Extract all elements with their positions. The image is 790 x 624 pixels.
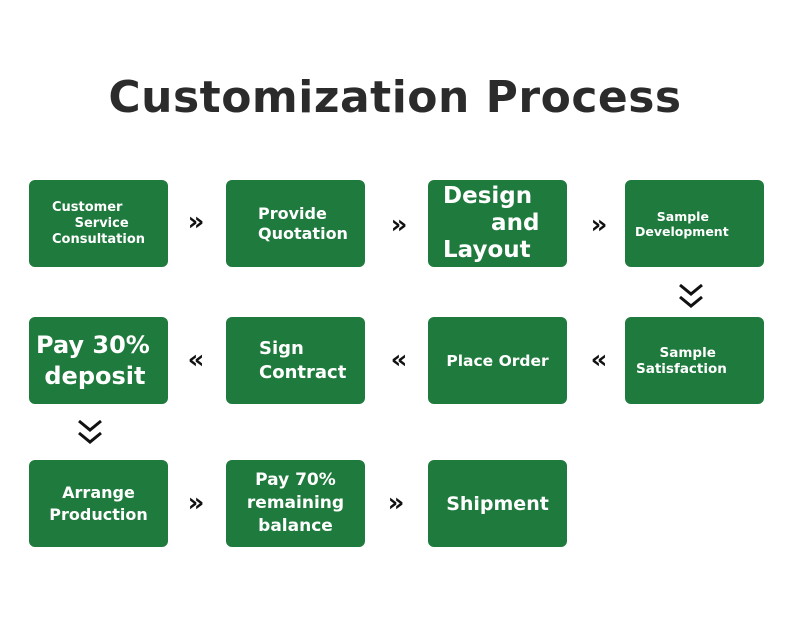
step-sample-satisfaction: Sample Satisfaction bbox=[625, 317, 764, 404]
arrow-left-icon: « bbox=[187, 345, 205, 375]
arrow-right-icon: » bbox=[187, 488, 205, 518]
step-label: Arrange Production bbox=[49, 482, 148, 524]
arrow-right-icon: » bbox=[390, 210, 408, 240]
step-label: Sample Development bbox=[635, 208, 729, 239]
step-pay-30-deposit: Pay 30% deposit bbox=[29, 317, 168, 404]
step-provide-quotation: Provide Quotation bbox=[226, 180, 365, 267]
arrow-right-icon: » bbox=[590, 210, 608, 240]
double-chevron-down-icon bbox=[78, 419, 102, 444]
step-label: Pay 30% deposit bbox=[36, 330, 150, 390]
arrow-right-icon: » bbox=[187, 207, 205, 237]
step-sign-contract: Sign Contract bbox=[226, 317, 365, 404]
step-place-order: Place Order bbox=[428, 317, 567, 404]
step-label: Sign Contract bbox=[259, 337, 347, 383]
step-pay-70-remaining-balance: Pay 70% remaining balance bbox=[226, 460, 365, 547]
step-customer-service-consultation: Customer Service Consultation bbox=[29, 180, 168, 267]
step-sample-development: Sample Development bbox=[625, 180, 764, 267]
double-chevron-down-icon bbox=[679, 283, 703, 308]
step-arrange-production: Arrange Production bbox=[29, 460, 168, 547]
step-design-and-layout: Design and Layout bbox=[428, 180, 567, 267]
arrow-left-icon: « bbox=[390, 345, 408, 375]
page-title: Customization Process bbox=[108, 72, 682, 123]
step-label: Place Order bbox=[446, 351, 549, 370]
step-label: Pay 70% remaining balance bbox=[246, 470, 345, 536]
step-shipment: Shipment bbox=[428, 460, 567, 547]
step-label: Provide Quotation bbox=[258, 203, 348, 243]
step-label: Design and Layout bbox=[443, 183, 540, 263]
arrow-right-icon: » bbox=[387, 488, 405, 518]
step-label: Shipment bbox=[446, 492, 549, 515]
arrow-left-icon: « bbox=[590, 345, 608, 375]
step-label: Sample Satisfaction bbox=[636, 344, 727, 377]
step-label: Customer Service Consultation bbox=[51, 199, 146, 247]
